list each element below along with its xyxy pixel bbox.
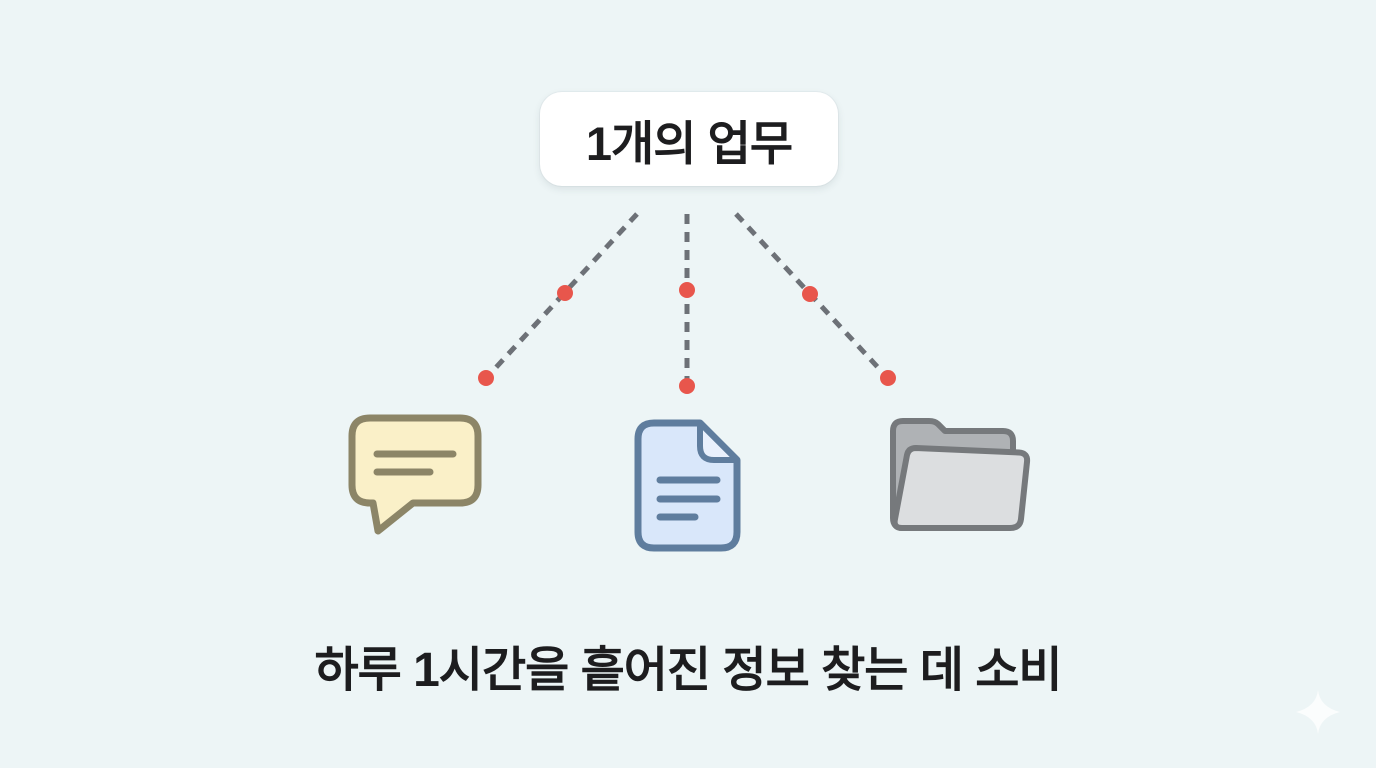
dot-center-mid bbox=[679, 282, 695, 298]
dot-left-mid bbox=[557, 285, 573, 301]
dot-right-mid bbox=[802, 286, 818, 302]
task-title: 1개의 업무 bbox=[585, 116, 793, 170]
speech-bubble-icon bbox=[348, 414, 482, 535]
dot-left-end bbox=[478, 370, 494, 386]
task-title-card: 1개의 업무 bbox=[540, 92, 838, 186]
connector-dots bbox=[478, 282, 896, 394]
folder-icon bbox=[890, 418, 1031, 531]
caption-text: 하루 1시간을 흩어진 정보 찾는 데 소비 bbox=[314, 644, 1062, 697]
document-icon bbox=[634, 419, 741, 552]
sparkle-icon bbox=[1296, 690, 1340, 734]
dot-center-end bbox=[679, 378, 695, 394]
dot-right-end bbox=[880, 370, 896, 386]
